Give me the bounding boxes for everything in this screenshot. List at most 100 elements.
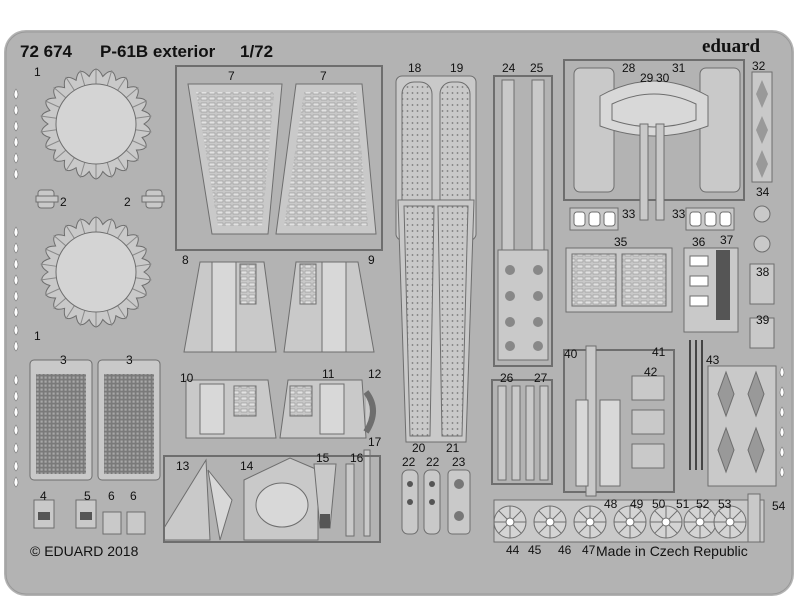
part-label: 24 — [502, 61, 516, 75]
part-label: 46 — [558, 543, 572, 557]
part-label: 4 — [40, 489, 47, 503]
part-2-right — [141, 189, 165, 209]
part-label: 40 — [564, 347, 578, 361]
part-5 — [75, 499, 97, 529]
part-label: 1 — [34, 65, 41, 79]
part-label: 22 — [426, 455, 440, 469]
part-label: 8 — [182, 253, 189, 267]
part-4 — [33, 499, 55, 529]
part-label: 48 — [604, 497, 618, 511]
part-label: 29 — [640, 71, 654, 85]
part-label: 2 — [124, 195, 131, 209]
part-18-19-strips — [395, 75, 477, 241]
part-label: 25 — [530, 61, 544, 75]
part-23 — [447, 469, 471, 535]
part-7-right — [275, 83, 377, 235]
part-label: 6 — [108, 489, 115, 503]
part-label: 13 — [176, 459, 190, 473]
part-28-31-assembly — [563, 59, 745, 221]
part-label: 47 — [582, 543, 596, 557]
part-17 — [363, 449, 371, 537]
part-label: 45 — [528, 543, 542, 557]
part-label: 51 — [676, 497, 690, 511]
part-40-41 — [563, 345, 675, 497]
part-42 — [631, 375, 665, 469]
part-35 — [565, 247, 673, 313]
part-3-mesh-left — [29, 359, 93, 481]
part-label: 50 — [652, 497, 666, 511]
carrier-frame-lower — [163, 455, 381, 543]
part-label: 44 — [506, 543, 520, 557]
part-13 — [163, 458, 233, 541]
part-label: 36 — [692, 235, 706, 249]
part-label: 28 — [622, 61, 636, 75]
part-label: 10 — [180, 371, 194, 385]
part-label: 1 — [34, 329, 41, 343]
copyright-text: © EDUARD 2018 — [30, 543, 139, 559]
part-label: 14 — [240, 459, 254, 473]
part-22-right — [423, 469, 441, 535]
part-label: 19 — [450, 61, 464, 75]
part-38 — [749, 263, 775, 305]
part-43 — [707, 365, 777, 487]
part-label: 11 — [322, 367, 335, 381]
part-label: 49 — [630, 497, 644, 511]
part-label: 21 — [446, 441, 460, 455]
product-scale: 1/72 — [240, 42, 273, 61]
part-label: 42 — [644, 365, 658, 379]
part-6-right — [126, 511, 146, 535]
part-label: 23 — [452, 455, 466, 469]
part-22-left — [401, 469, 419, 535]
part-label: 33 — [622, 207, 636, 221]
part-6-left — [102, 511, 122, 535]
part-label: 33 — [672, 207, 686, 221]
fret-inner-border — [5, 31, 793, 595]
part-label: 34 — [756, 185, 770, 199]
parts-44-53-fans — [493, 505, 747, 539]
part-32 — [751, 71, 773, 183]
part-label: 32 — [752, 59, 766, 73]
part-8 — [183, 261, 277, 353]
product-title: P-61B exterior — [100, 42, 216, 61]
part-label: 52 — [696, 497, 710, 511]
part-label: 53 — [718, 497, 732, 511]
part-7-left — [187, 83, 283, 235]
carrier-frame-upper — [175, 65, 383, 251]
part-33-left — [569, 207, 619, 231]
part-36-37 — [683, 247, 739, 470]
part-label: 22 — [402, 455, 416, 469]
part-label: 39 — [756, 313, 770, 327]
part-label: 9 — [368, 253, 375, 267]
part-label: 43 — [706, 353, 720, 367]
part-26-27-struts — [491, 379, 553, 485]
part-label: 38 — [756, 265, 770, 279]
part-12 — [363, 390, 376, 434]
part-24-25-rods — [493, 75, 553, 367]
part-label: 3 — [126, 353, 133, 367]
part-54 — [747, 493, 761, 543]
part-34-upper — [753, 205, 771, 223]
part-16 — [345, 463, 355, 537]
part-34-lower — [753, 235, 771, 253]
brand-logo: eduard — [702, 36, 761, 57]
sprue-dots-right-lower — [779, 366, 785, 478]
part-label: 54 — [772, 499, 786, 513]
part-10 — [185, 379, 277, 439]
part-label: 37 — [720, 233, 734, 247]
part-label: 30 — [656, 71, 670, 85]
engine-fan-lower — [40, 216, 152, 328]
part-15 — [313, 463, 337, 529]
part-label: 35 — [614, 235, 628, 249]
part-label: 26 — [500, 371, 514, 385]
part-20-21-strips — [397, 199, 475, 443]
sprue-dots-left — [13, 88, 19, 488]
origin-text: Made in Czech Republic — [596, 543, 748, 559]
part-label: 15 — [316, 451, 330, 465]
part-label: 12 — [368, 367, 382, 381]
product-code: 72 674 — [20, 42, 73, 61]
engine-fan-upper — [40, 68, 152, 180]
part-label: 5 — [84, 489, 91, 503]
part-label: 27 — [534, 371, 548, 385]
